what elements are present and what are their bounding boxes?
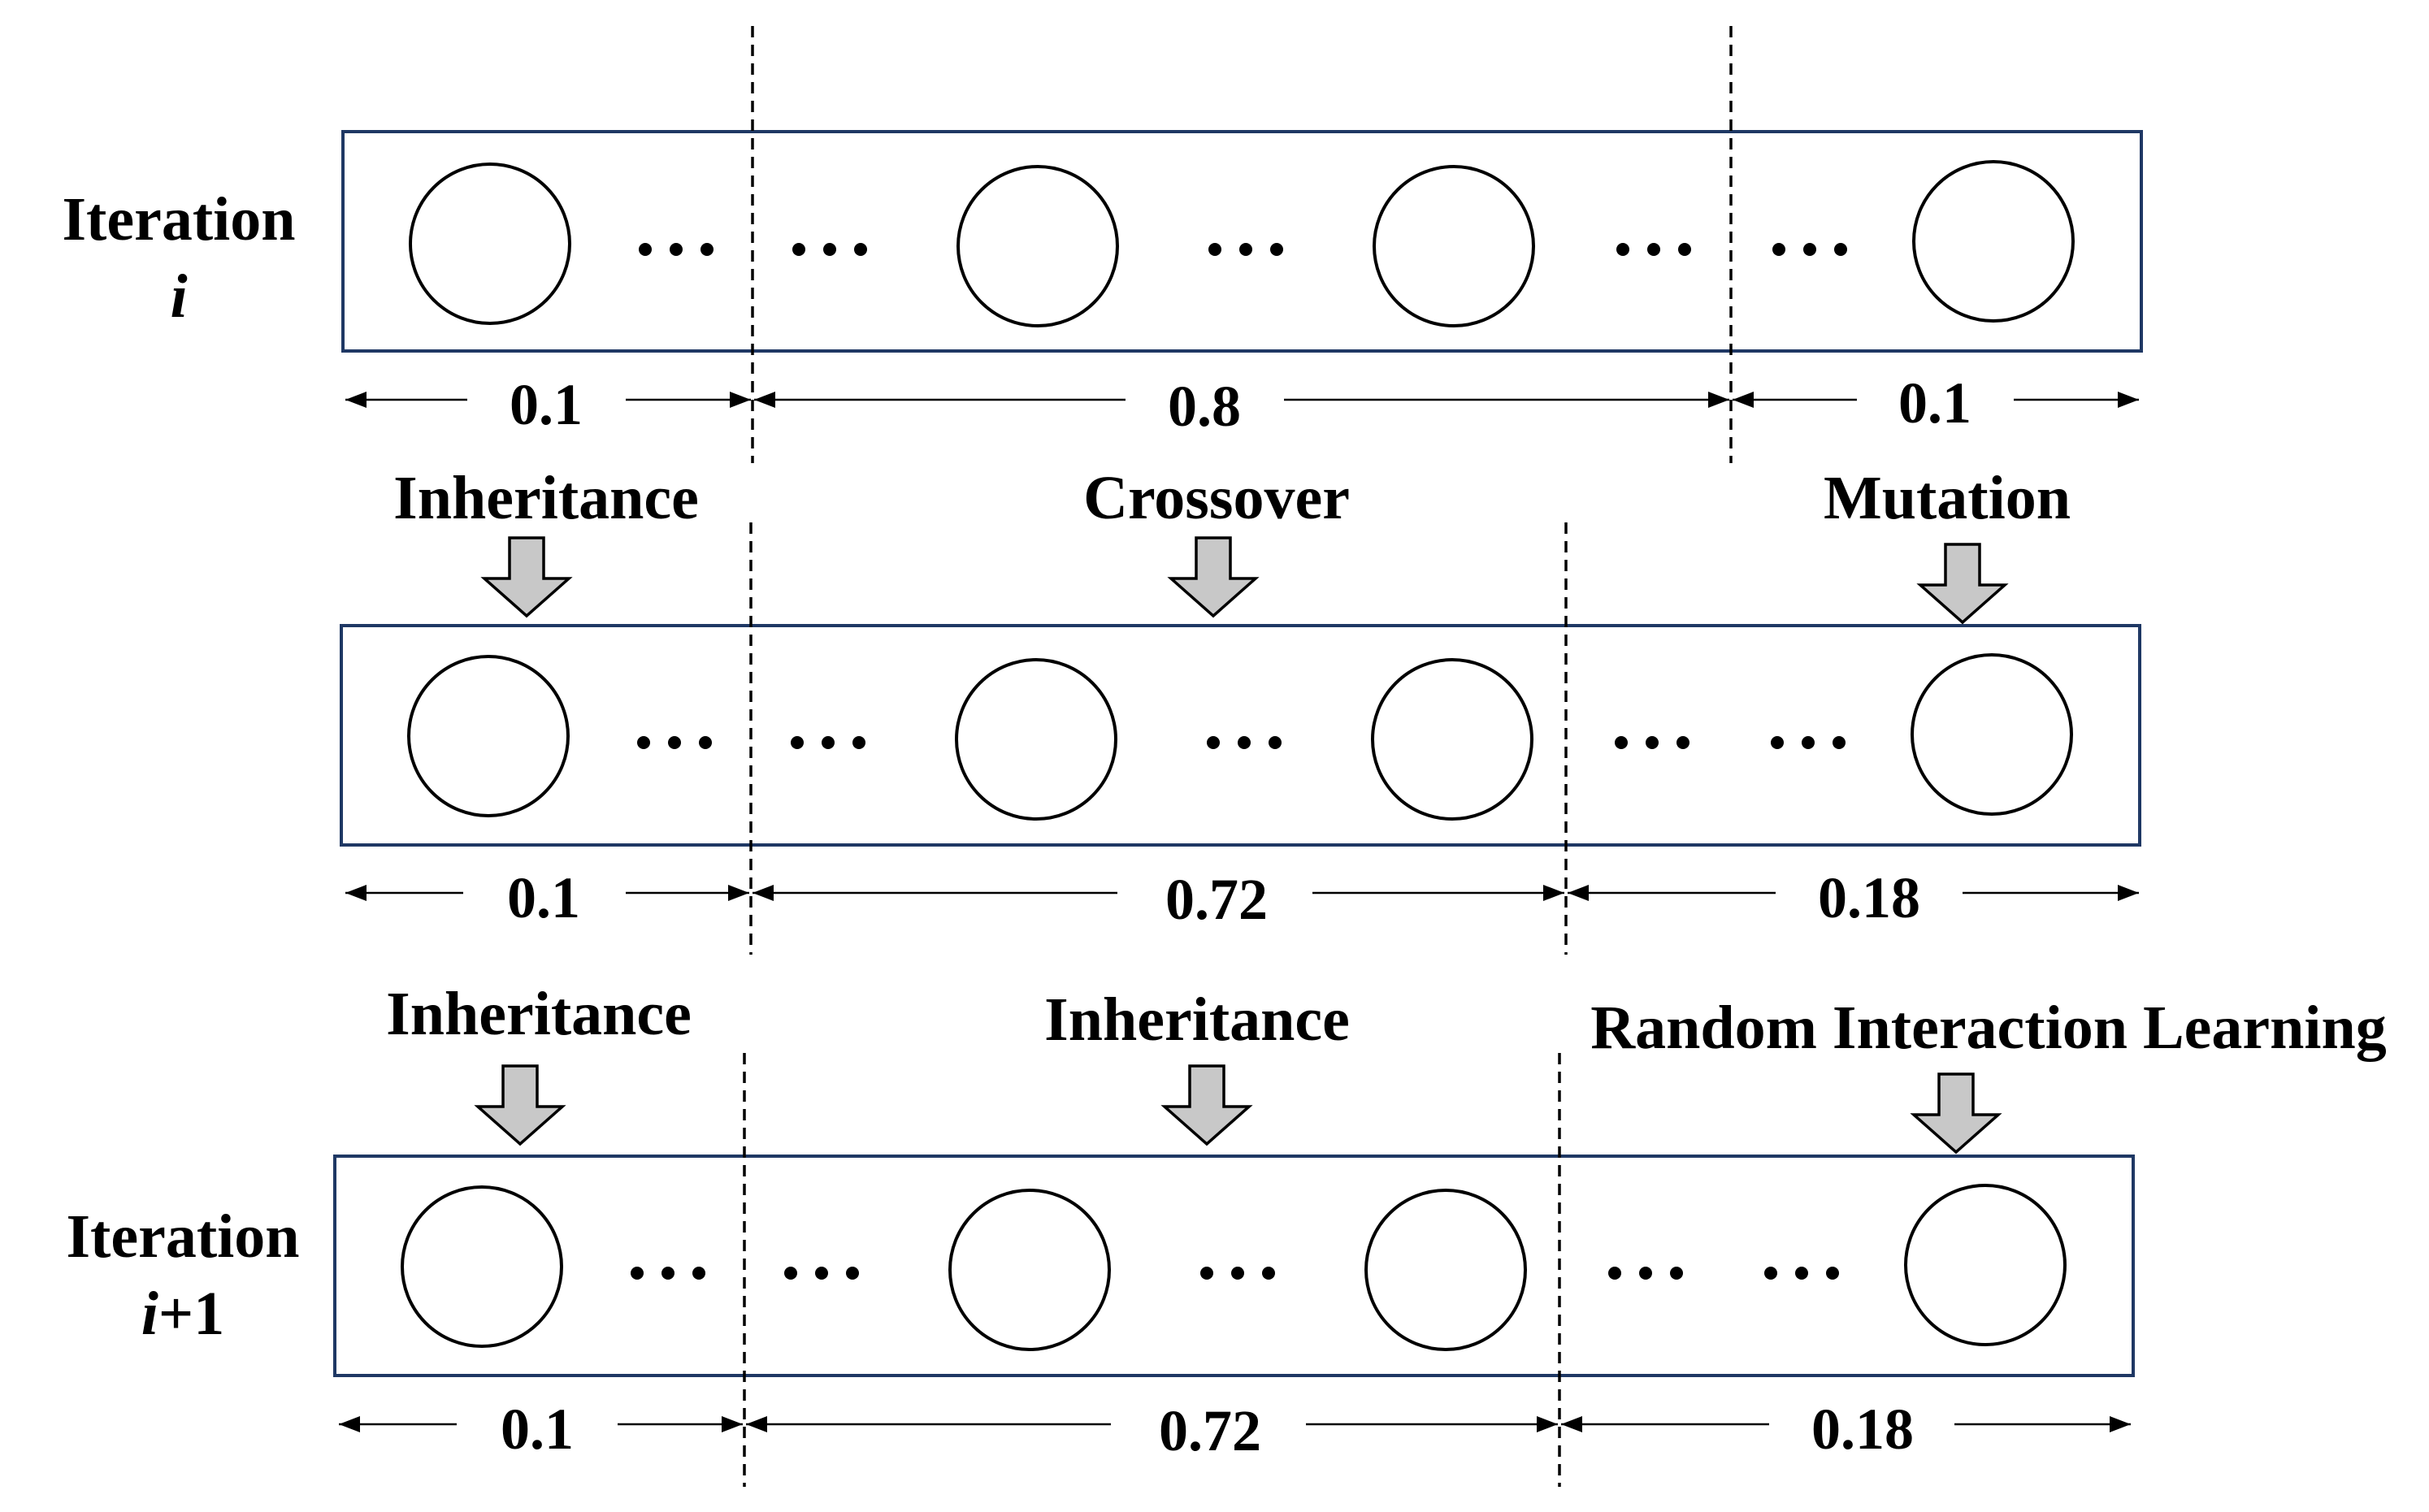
row-label-iteration-i-index: i <box>170 262 187 331</box>
operation-arrows <box>474 536 2009 1155</box>
dimension-arrow <box>1733 392 2139 408</box>
dimension-arrow <box>754 392 1729 408</box>
individual-circle <box>409 162 571 325</box>
individual-circle <box>948 1189 1111 1351</box>
ellipsis-dots <box>1608 1267 1683 1280</box>
ellipsis-dots <box>784 1267 859 1280</box>
operation-label-crossover: Crossover <box>1083 464 1350 532</box>
operation-label-inheritance: Inheritance <box>386 980 692 1048</box>
individual-circle <box>1912 160 2075 323</box>
population-box-intermediate <box>340 624 2141 847</box>
individual-circle <box>1373 165 1535 327</box>
segment-fraction-label: 0.1 <box>1898 370 1971 435</box>
individual-circle <box>1364 1189 1527 1351</box>
iteration-index-offset: +1 <box>158 1280 224 1348</box>
segment-fraction-label: 0.18 <box>1811 1397 1914 1462</box>
dimension-arrow <box>339 1416 743 1432</box>
segment-fraction-label: 0.8 <box>1168 374 1241 439</box>
row-label-iteration-i-plus-1: Iteration <box>66 1202 299 1271</box>
dimension-arrows <box>339 392 2139 1432</box>
individual-circle <box>1904 1184 2067 1346</box>
segment-fraction-label: 0.1 <box>507 865 580 930</box>
row-label-iteration-i-plus-1-index: i+1 <box>141 1280 224 1348</box>
operation-label-random-interaction-learning: Random Interaction Learning <box>1590 994 2387 1062</box>
individual-circle <box>401 1185 563 1348</box>
down-arrow-icon <box>474 1064 566 1146</box>
ellipsis-dots <box>1764 1267 1839 1280</box>
dimension-arrow <box>746 1416 1558 1432</box>
ellipsis-dots <box>637 736 712 749</box>
dimension-arrow <box>1568 885 2139 901</box>
iteration-index-italic: i <box>141 1280 158 1348</box>
individual-circle <box>407 655 570 817</box>
individual-circle <box>955 658 1117 821</box>
individual-circle <box>956 165 1119 327</box>
ellipsis-dots <box>1200 1267 1275 1280</box>
ellipsis-dots <box>639 243 714 256</box>
down-arrow-icon <box>1167 536 1260 618</box>
operation-label-inheritance: Inheritance <box>393 464 699 532</box>
ellipsis-dots <box>1207 736 1282 749</box>
individual-circle <box>1911 653 2073 816</box>
ellipsis-dots <box>1772 243 1847 256</box>
ellipsis-dots <box>1615 736 1689 749</box>
segment-fraction-label: 0.18 <box>1818 865 1920 930</box>
segment-fraction-label: 0.72 <box>1165 867 1268 932</box>
individual-circle <box>1371 658 1533 821</box>
ellipsis-dots <box>792 243 867 256</box>
down-arrow-icon <box>480 536 573 618</box>
ellipsis-dots <box>1616 243 1691 256</box>
operation-label-inheritance: Inheritance <box>1044 986 1350 1054</box>
dimension-arrow <box>1561 1416 2131 1432</box>
dimension-arrow <box>345 392 751 408</box>
ellipsis-dots <box>631 1267 705 1280</box>
down-arrow-icon <box>1910 1072 2002 1155</box>
dimension-arrow <box>753 885 1564 901</box>
segment-fraction-label: 0.1 <box>501 1397 574 1462</box>
segment-fraction-label: 0.72 <box>1159 1398 1261 1463</box>
row-label-iteration-i: Iteration <box>62 185 295 253</box>
ellipsis-dots <box>791 736 865 749</box>
down-arrow-icon <box>1916 543 2009 625</box>
ellipsis-dots <box>1208 243 1283 256</box>
population-box-iteration-i <box>341 130 2143 353</box>
segment-fraction-label: 0.1 <box>510 372 583 437</box>
dimension-arrow <box>345 885 749 901</box>
ellipsis-groups <box>631 243 1847 1280</box>
population-box-iteration-i-plus-1 <box>333 1155 2135 1377</box>
down-arrow-icon <box>1160 1064 1253 1146</box>
operation-label-mutation: Mutation <box>1824 464 2071 532</box>
ellipsis-dots <box>1771 736 1846 749</box>
